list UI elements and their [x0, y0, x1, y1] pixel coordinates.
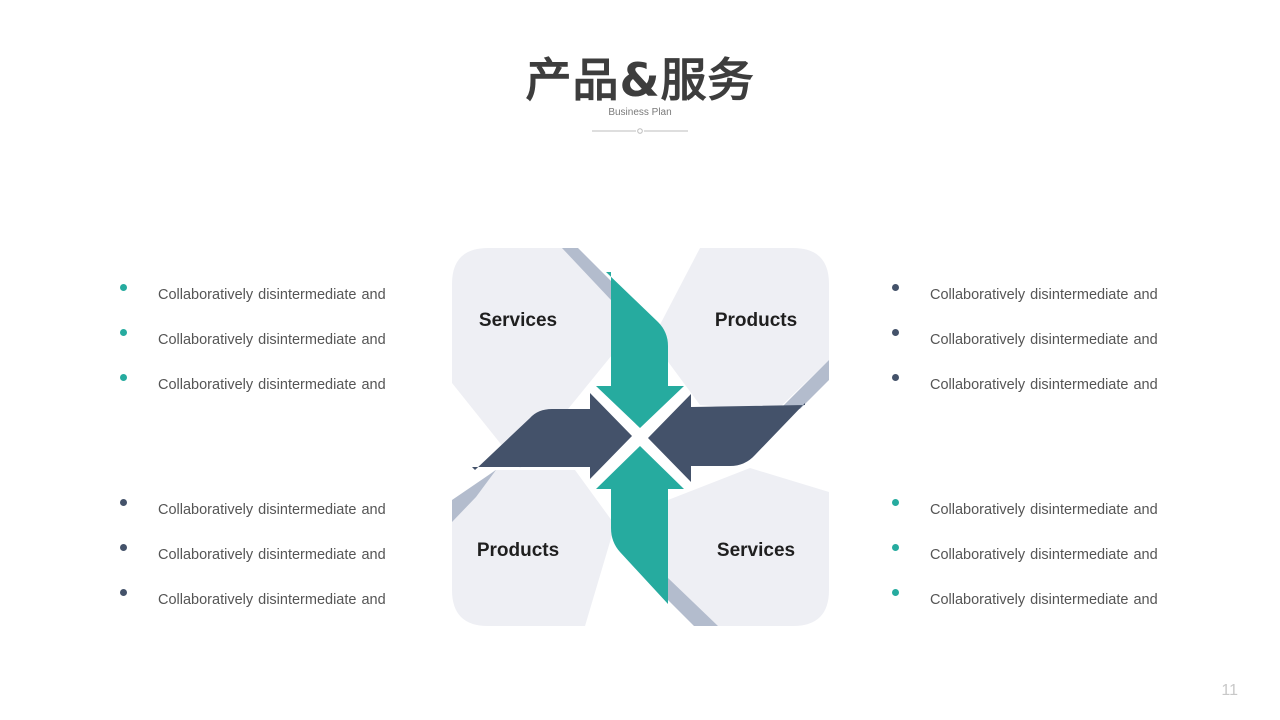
bullet-dot: [120, 499, 127, 506]
navy-arrow-left: [472, 393, 632, 479]
list-item-text: Collaboratively disintermediate and: [158, 287, 386, 303]
list-item-text: Collaboratively disintermediate and: [930, 377, 1158, 393]
label-top-right: Products: [715, 310, 797, 331]
fold-top: [562, 248, 611, 300]
fold-right: [780, 360, 829, 409]
bullet-dot: [892, 284, 899, 291]
list-item: Collaboratively disintermediate and: [120, 589, 440, 636]
label-bottom-right: Services: [717, 540, 795, 561]
list-item-text: Collaboratively disintermediate and: [930, 592, 1158, 608]
bullet-list-top-left: Collaboratively disintermediate and Coll…: [120, 284, 440, 421]
diagram-panels: [452, 248, 829, 626]
arrows-diagram: Services Products Products Services: [452, 248, 829, 626]
list-item: Collaboratively disintermediate and: [120, 329, 440, 376]
bullet-dot: [892, 544, 899, 551]
list-item-text: Collaboratively disintermediate and: [930, 547, 1158, 563]
list-item: Collaboratively disintermediate and: [892, 544, 1212, 591]
list-item: Collaboratively disintermediate and: [120, 544, 440, 591]
list-item-text: Collaboratively disintermediate and: [930, 287, 1158, 303]
bullet-dot: [892, 374, 899, 381]
list-item-text: Collaboratively disintermediate and: [158, 332, 386, 348]
bullet-dot: [120, 284, 127, 291]
fold-left: [452, 470, 496, 522]
panel-top-right: [652, 248, 829, 412]
list-item-text: Collaboratively disintermediate and: [930, 332, 1158, 348]
list-item-text: Collaboratively disintermediate and: [158, 592, 386, 608]
list-item: Collaboratively disintermediate and: [892, 374, 1212, 421]
bullet-list-bottom-left: Collaboratively disintermediate and Coll…: [120, 499, 440, 636]
list-item-text: Collaboratively disintermediate and: [158, 502, 386, 518]
list-item: Collaboratively disintermediate and: [892, 499, 1212, 546]
navy-arrow-right: [648, 394, 805, 482]
list-item: Collaboratively disintermediate and: [892, 589, 1212, 636]
list-item-text: Collaboratively disintermediate and: [158, 547, 386, 563]
page-subtitle: Business Plan: [608, 107, 672, 118]
bullet-list-bottom-right: Collaboratively disintermediate and Coll…: [892, 499, 1212, 636]
teal-arrow-bottom: [596, 446, 684, 604]
bullet-dot: [120, 329, 127, 336]
list-item-text: Collaboratively disintermediate and: [930, 502, 1158, 518]
list-item: Collaboratively disintermediate and: [892, 329, 1212, 376]
panel-bottom-left: [452, 470, 615, 626]
panel-top-left: [452, 248, 612, 468]
teal-arrow-top: [596, 272, 684, 428]
navy-arrows: [472, 393, 805, 482]
bullet-dot: [892, 499, 899, 506]
bullet-dot: [892, 329, 899, 336]
list-item: Collaboratively disintermediate and: [120, 374, 440, 421]
bullet-dot: [120, 589, 127, 596]
label-bottom-left: Products: [477, 540, 559, 561]
list-item: Collaboratively disintermediate and: [892, 284, 1212, 331]
panel-bottom-right: [668, 468, 829, 626]
title-divider: [592, 128, 688, 134]
list-item: Collaboratively disintermediate and: [120, 284, 440, 331]
bullet-list-top-right: Collaboratively disintermediate and Coll…: [892, 284, 1212, 421]
page-number: 11: [1221, 682, 1238, 699]
list-item-text: Collaboratively disintermediate and: [158, 377, 386, 393]
teal-arrows: [596, 272, 684, 604]
bullet-dot: [892, 589, 899, 596]
label-top-left: Services: [479, 310, 557, 331]
ribbon-folds: [452, 248, 829, 626]
bullet-dot: [120, 544, 127, 551]
page-title: 产品&服务: [525, 53, 755, 107]
list-item: Collaboratively disintermediate and: [120, 499, 440, 546]
fold-bottom: [668, 578, 718, 626]
bullet-dot: [120, 374, 127, 381]
